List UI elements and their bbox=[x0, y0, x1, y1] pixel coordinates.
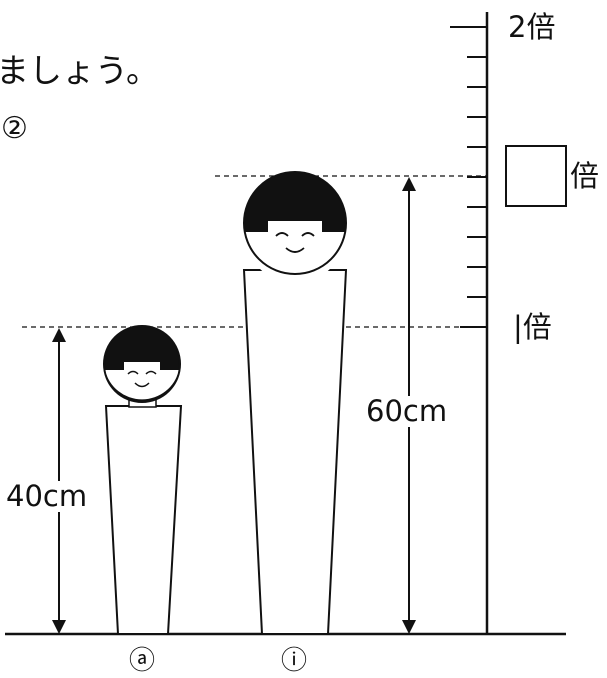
doll-i-body bbox=[242, 269, 348, 635]
scale-ticks bbox=[450, 26, 487, 328]
arrow-40-head-top bbox=[52, 328, 66, 342]
scale-label-2x: 2倍 bbox=[508, 10, 556, 44]
doll-a-face bbox=[104, 362, 179, 400]
doll-a-body bbox=[104, 405, 183, 635]
doll-i-mouth bbox=[285, 247, 305, 253]
doll-a-head-outline bbox=[103, 325, 181, 403]
doll-a-label: ⓐ bbox=[129, 646, 156, 676]
question-number: ② bbox=[1, 111, 28, 146]
scale-label-1x: |倍 bbox=[513, 310, 552, 344]
doll-i-head-outline bbox=[243, 171, 347, 275]
doll-a-mouth bbox=[134, 382, 150, 388]
answer-box[interactable] bbox=[505, 145, 567, 207]
arrow-60-head-bottom bbox=[402, 620, 416, 634]
doll-i-eye-right bbox=[301, 232, 315, 237]
label-40cm: 40cm bbox=[6, 479, 88, 513]
scale-label-unknown: 倍 bbox=[570, 159, 600, 193]
arrow-40-head-bottom bbox=[52, 620, 66, 634]
doll-a bbox=[103, 325, 183, 635]
doll-i-label: ⓘ bbox=[281, 646, 308, 676]
doll-a-eye-right bbox=[145, 370, 157, 375]
label-60cm: 60cm bbox=[366, 394, 448, 428]
doll-i-eye-left bbox=[275, 232, 289, 237]
doll-i bbox=[242, 171, 348, 635]
doll-a-eye-left bbox=[127, 370, 139, 375]
arrow-60-head-top bbox=[402, 177, 416, 191]
instruction-text: ましょう。 bbox=[0, 51, 160, 90]
